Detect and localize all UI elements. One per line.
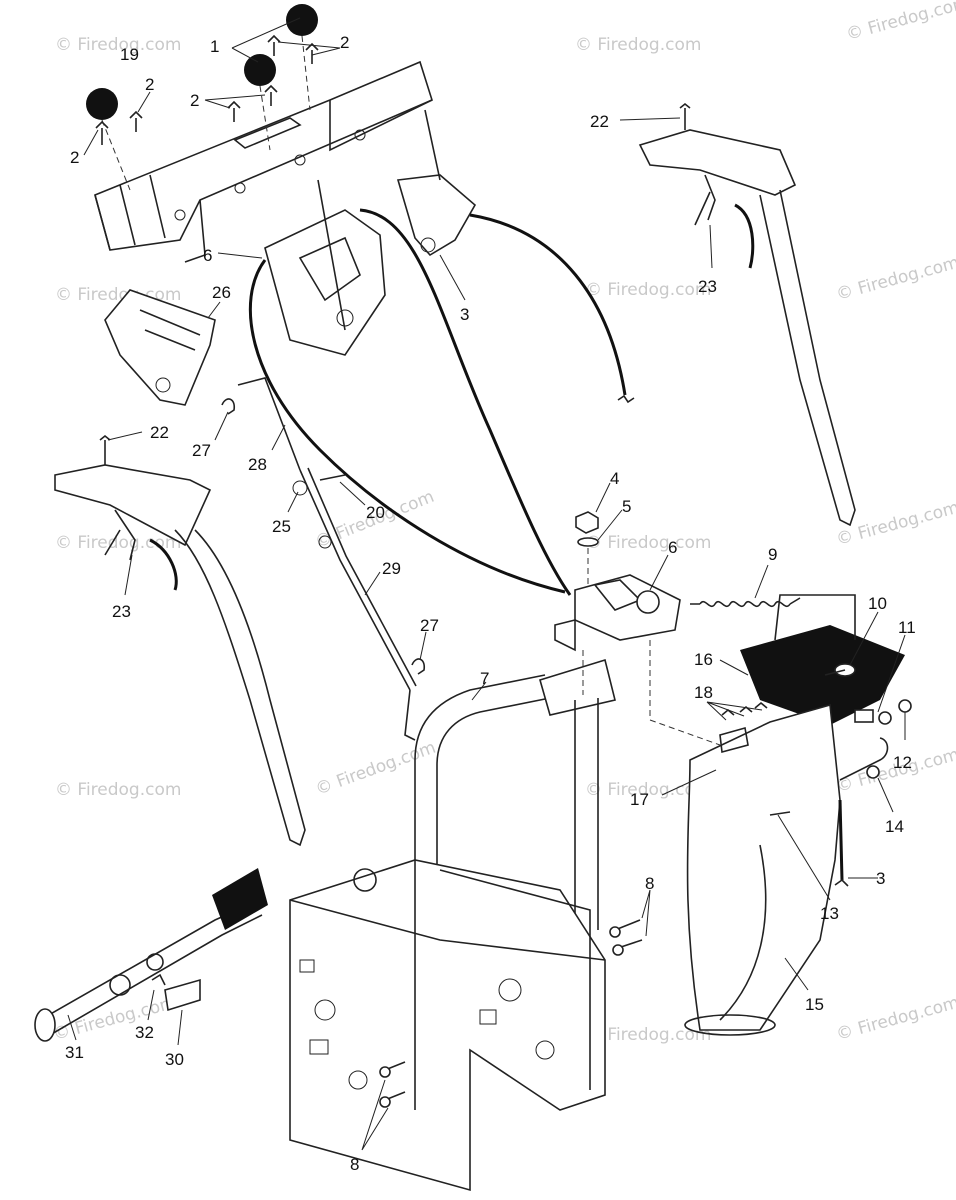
callouts: 1 2 19 2 2 2 22 6 3 23 26 22 27 28 25 20… [65, 17, 916, 1174]
callout-23: 23 [112, 602, 131, 621]
chute-crank-tube-7 [414, 650, 616, 1110]
callout-6: 6 [203, 246, 212, 265]
callout-23: 23 [698, 277, 717, 296]
callout-13: 13 [820, 904, 839, 923]
shift-plate-6 [264, 179, 386, 356]
callout-22: 22 [150, 423, 169, 442]
callout-4: 4 [610, 469, 619, 488]
callout-27: 27 [192, 441, 211, 460]
callout-5: 5 [622, 497, 631, 516]
knob-1a [244, 54, 276, 86]
callout-12: 12 [893, 753, 912, 772]
housing [289, 859, 643, 1192]
handle-right [638, 102, 856, 527]
callout-7: 7 [480, 669, 489, 688]
callout-18: 18 [694, 683, 713, 702]
callout-2: 2 [145, 75, 154, 94]
handle-left [54, 434, 306, 847]
callout-1: 1 [210, 37, 219, 56]
callout-3: 3 [460, 305, 469, 324]
shift-lever-3 [396, 109, 477, 257]
callout-32: 32 [135, 1023, 154, 1042]
screws-2 [95, 34, 319, 145]
callout-22: 22 [590, 112, 609, 131]
callout-6: 6 [668, 538, 677, 557]
callout-27: 27 [420, 616, 439, 635]
cables [248, 208, 635, 596]
callout-30: 30 [165, 1050, 184, 1069]
bushing-30 [151, 973, 201, 1012]
callout-11: 11 [898, 618, 916, 637]
watermark-text: © Firedog.com [834, 993, 956, 1045]
callout-2: 2 [340, 33, 349, 52]
watermark-text: © Firedog.com [844, 0, 956, 45]
watermark-text: © Firedog.com [585, 780, 711, 800]
knobs [86, 4, 318, 191]
callout-9: 9 [768, 545, 777, 564]
crank-assembly-31 [34, 868, 268, 1042]
watermark-text: © Firedog.com [834, 498, 956, 550]
watermark-text: © Firedog.com [313, 738, 439, 800]
callout-14: 14 [885, 817, 904, 836]
callout-8: 8 [645, 874, 654, 893]
callout-26: 26 [212, 283, 231, 302]
callout-19: 19 [120, 45, 139, 64]
discharge-chute-15 [649, 640, 841, 1036]
callout-17: 17 [630, 790, 649, 809]
chute-bracket-6 [554, 574, 681, 652]
callout-25: 25 [272, 517, 291, 536]
watermark-text: © Firedog.com [55, 533, 181, 553]
watermark-text: © Firedog.com [585, 1025, 711, 1045]
rods [237, 377, 417, 741]
bracket-26 [104, 289, 216, 406]
watermark-text: © Firedog.com [585, 533, 711, 553]
callout-2: 2 [70, 148, 79, 167]
watermark-text: © Firedog.com [575, 35, 701, 55]
callout-15: 15 [805, 995, 824, 1014]
callout-3: 3 [876, 869, 885, 888]
hairpin-clips-27 [221, 398, 426, 675]
callout-20: 20 [366, 503, 385, 522]
cable-end-3 [834, 799, 849, 887]
callout-8: 8 [350, 1155, 359, 1174]
callout-16: 16 [694, 650, 713, 669]
nut-washer [575, 511, 599, 590]
deflector-16 [740, 594, 905, 725]
watermark-text: © Firedog.com [55, 780, 181, 800]
knob-19 [86, 88, 118, 120]
dash-panel [94, 60, 433, 263]
callout-31: 31 [65, 1043, 84, 1062]
watermark-text: © Firedog.com [585, 280, 711, 300]
watermark-text: © Firedog.com [51, 993, 178, 1045]
spring-9 [690, 597, 801, 608]
callout-29: 29 [382, 559, 401, 578]
watermark-text: © Firedog.com [55, 35, 181, 55]
knob-1b [286, 4, 318, 36]
callout-10: 10 [868, 594, 887, 613]
callout-2: 2 [190, 91, 199, 110]
callout-28: 28 [248, 455, 267, 474]
watermark-text: © Firedog.com [834, 253, 956, 305]
